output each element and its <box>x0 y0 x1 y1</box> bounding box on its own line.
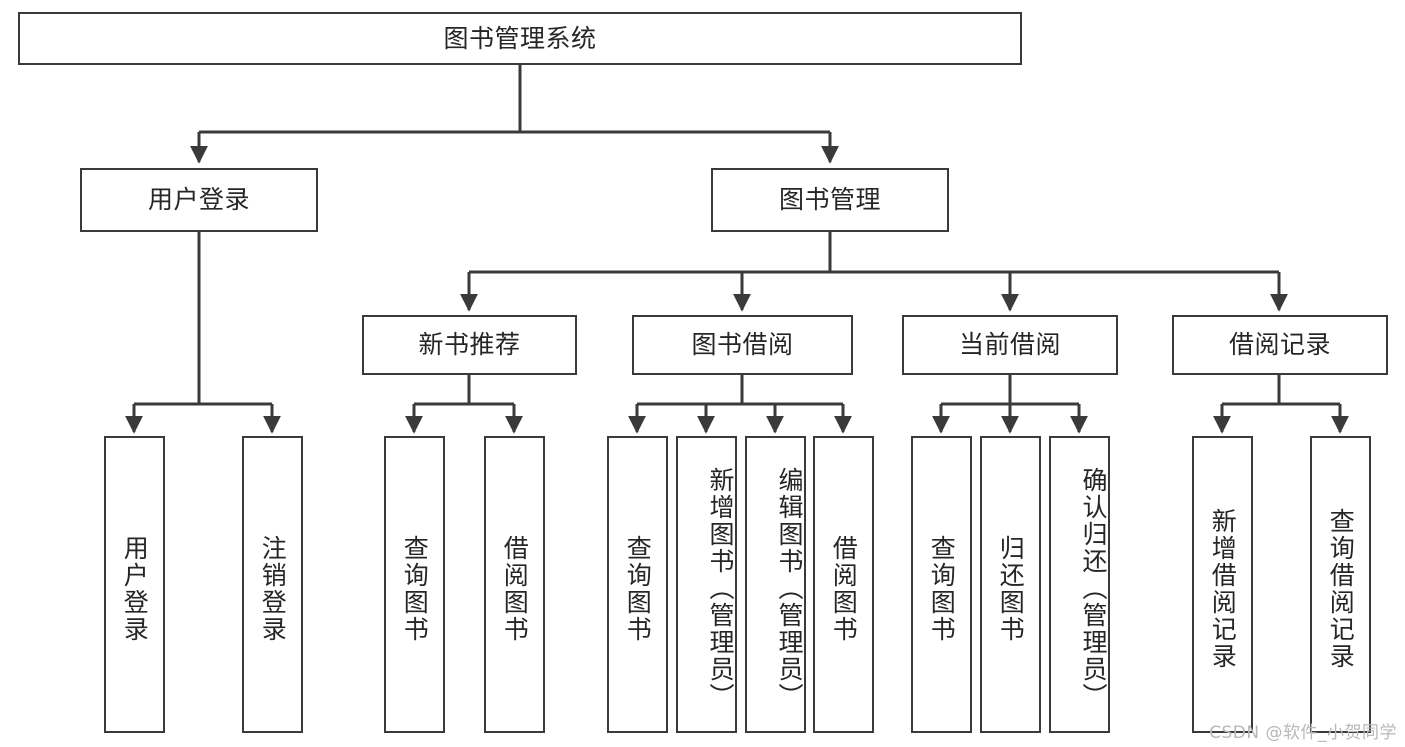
leaf-edit-book[interactable]: 编辑图书（管理员） <box>745 436 806 733</box>
leaf-query-book-2[interactable]: 查询图书 <box>607 436 668 733</box>
node-new-book-recommend[interactable]: 新书推荐 <box>362 315 577 375</box>
node-user-login-label: 用户登录 <box>147 185 250 215</box>
node-root-label: 图书管理系统 <box>443 23 597 53</box>
leaf-add-record[interactable]: 新增借阅记录 <box>1192 436 1253 733</box>
leaf-add-record-label: 新增借阅记录 <box>1208 507 1238 670</box>
leaf-add-book-label: 新增图书（管理员） <box>706 467 735 710</box>
leaf-borrow-book-1[interactable]: 借阅图书 <box>484 436 545 733</box>
leaf-query-record-label: 查询借阅记录 <box>1326 507 1356 670</box>
leaf-return-book[interactable]: 归还图书 <box>980 436 1041 733</box>
node-book-borrow-label: 图书借阅 <box>691 330 794 360</box>
node-new-book-recommend-label: 新书推荐 <box>418 330 521 360</box>
leaf-query-book-1[interactable]: 查询图书 <box>384 436 445 733</box>
leaf-borrow-book-2-label: 借阅图书 <box>829 534 859 643</box>
leaf-query-book-3-label: 查询图书 <box>927 534 957 643</box>
node-root[interactable]: 图书管理系统 <box>18 12 1022 65</box>
leaf-borrow-book-1-label: 借阅图书 <box>500 534 530 643</box>
node-current-borrow[interactable]: 当前借阅 <box>902 315 1118 375</box>
node-borrow-record-label: 借阅记录 <box>1228 330 1331 360</box>
csdn-watermark: CSDN @软件_小贺同学 <box>1209 723 1397 743</box>
leaf-logout-login-label: 注销登录 <box>258 534 288 643</box>
leaf-edit-book-label: 编辑图书（管理员） <box>775 467 804 710</box>
leaf-user-login-label: 用户登录 <box>120 534 150 643</box>
leaf-return-book-label: 归还图书 <box>996 534 1026 643</box>
leaf-query-book-2-label: 查询图书 <box>623 534 653 643</box>
leaf-query-book-3[interactable]: 查询图书 <box>911 436 972 733</box>
node-current-borrow-label: 当前借阅 <box>958 330 1061 360</box>
node-book-management-label: 图书管理 <box>778 185 881 215</box>
leaf-confirm-return-label: 确认归还（管理员） <box>1079 467 1108 710</box>
node-user-login[interactable]: 用户登录 <box>80 168 318 232</box>
leaf-add-book[interactable]: 新增图书（管理员） <box>676 436 737 733</box>
node-borrow-record[interactable]: 借阅记录 <box>1172 315 1388 375</box>
leaf-borrow-book-2[interactable]: 借阅图书 <box>813 436 874 733</box>
leaf-logout-login[interactable]: 注销登录 <box>242 436 303 733</box>
node-book-management[interactable]: 图书管理 <box>711 168 949 232</box>
leaf-user-login[interactable]: 用户登录 <box>104 436 165 733</box>
leaf-query-book-1-label: 查询图书 <box>400 534 430 643</box>
node-book-borrow[interactable]: 图书借阅 <box>632 315 853 375</box>
leaf-query-record[interactable]: 查询借阅记录 <box>1310 436 1371 733</box>
leaf-confirm-return[interactable]: 确认归还（管理员） <box>1049 436 1110 733</box>
